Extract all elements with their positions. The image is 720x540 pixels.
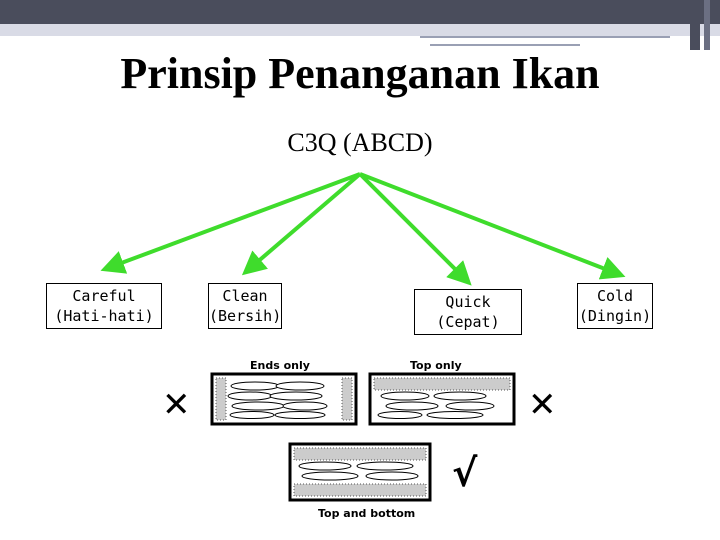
- arrow-quick: [360, 174, 466, 280]
- principle-clean: Clean (Bersih): [208, 283, 282, 329]
- arrow-clean: [248, 174, 360, 270]
- principle-translation: (Dingin): [578, 306, 652, 326]
- label-top-and-bottom: Top and bottom: [318, 507, 415, 520]
- principle-label: Careful: [47, 286, 161, 306]
- label-top-only: Top only: [410, 359, 462, 372]
- illustration-ends-only: Ends only: [212, 359, 356, 424]
- principle-label: Quick: [415, 292, 521, 312]
- principle-label: Cold: [578, 286, 652, 306]
- check-mark-icon: √: [452, 451, 478, 495]
- principle-careful: Careful (Hati-hati): [46, 283, 162, 329]
- arrows: [108, 174, 618, 280]
- illustration-top-only: Top only: [370, 359, 514, 424]
- principle-label: Clean: [209, 286, 281, 306]
- principle-translation: (Cepat): [415, 312, 521, 332]
- label-ends-only: Ends only: [250, 359, 310, 372]
- wrong-mark-icon: ✕: [162, 385, 191, 425]
- principle-cold: Cold (Dingin): [577, 283, 653, 329]
- arrow-cold: [360, 174, 618, 274]
- principle-quick: Quick (Cepat): [414, 289, 522, 335]
- principle-translation: (Hati-hati): [47, 306, 161, 326]
- wrong-mark-icon: ✕: [528, 385, 557, 425]
- illustration-top-and-bottom: Top and bottom: [290, 444, 430, 520]
- principle-translation: (Bersih): [209, 306, 281, 326]
- arrow-careful: [108, 174, 360, 268]
